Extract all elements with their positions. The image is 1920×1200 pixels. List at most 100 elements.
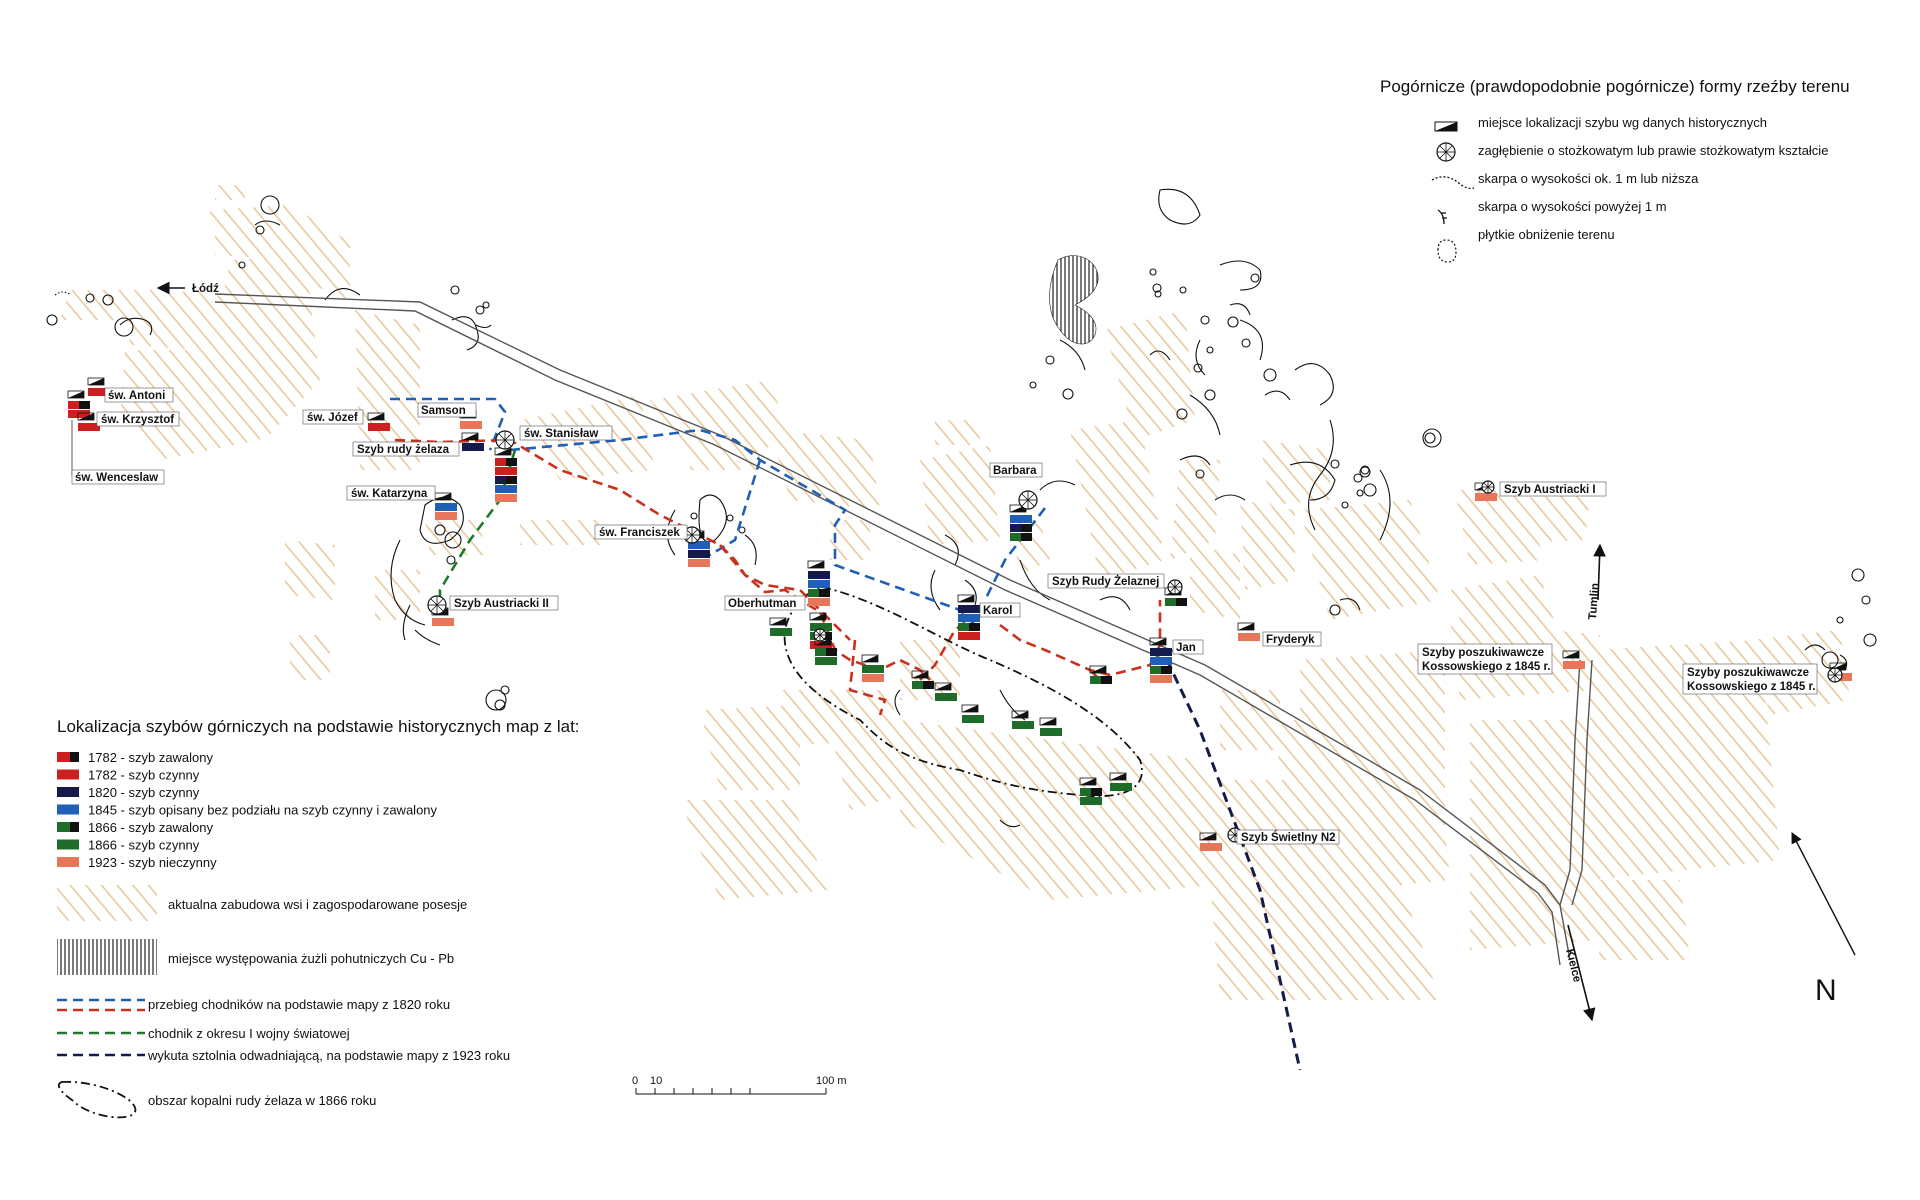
shaft-marker <box>807 560 830 606</box>
settlement-area <box>1210 880 1440 1000</box>
shaft-legend-text: 1782 - szyb czynny <box>88 768 200 783</box>
scarp-mark <box>1019 559 1051 601</box>
shaft-location-icon <box>1090 666 1106 673</box>
shaft-band <box>958 605 980 613</box>
shaft-band <box>808 571 830 579</box>
circle-depression <box>1422 428 1442 448</box>
landform-legend-text: płytkie obniżenie terenu <box>1478 227 1615 242</box>
shaft-band <box>1040 728 1062 736</box>
shaft-label-text: Szyby poszukiwawcze <box>1687 667 1809 679</box>
line-legend-swatch <box>58 1081 137 1119</box>
scale-start: 0 <box>632 1075 638 1087</box>
shaft-marker <box>1089 665 1112 684</box>
shaft-location-icon <box>77 412 95 421</box>
shaft-label-text: św. Antoni <box>108 390 165 402</box>
circle-depression <box>1263 368 1277 382</box>
shaft-label-text: św. Wenceslaw <box>75 472 158 484</box>
shaft-label-text: Szyby poszukiwawcze <box>1422 647 1544 659</box>
settlement-area <box>1590 880 1690 960</box>
shaft-location-icon <box>808 561 824 568</box>
scarp-mark <box>930 569 941 611</box>
scarp-mark <box>1149 350 1171 361</box>
low-scarp-icon <box>1431 176 1475 190</box>
label-jan: Jan <box>1172 639 1204 655</box>
landform-legend-row: zagłębienie o stożkowatym lub prawie sto… <box>1436 142 1828 162</box>
settlement-area <box>1465 495 1590 545</box>
settlement-area <box>780 690 900 745</box>
shaft-marker <box>1149 637 1172 683</box>
settlement-area <box>1300 650 1445 720</box>
circle-depression <box>1863 633 1877 647</box>
shaft-band <box>435 503 457 511</box>
scarp-mark <box>944 534 959 566</box>
shaft-marker <box>434 492 457 520</box>
shaft-label-text: św. Katarzyna <box>351 488 428 500</box>
landform-legend-row: skarpa o wysokości powyżej 1 m <box>1437 199 1667 225</box>
circle-depression <box>1851 568 1865 582</box>
shaft-location-icon <box>495 448 511 455</box>
north-label: N <box>1815 974 1837 1007</box>
road-lodz-kielce <box>214 301 1561 966</box>
shaft-band <box>862 665 884 673</box>
area-legend-row: miejsce występowania żużli pohutniczych … <box>57 939 454 975</box>
road-tumlin <box>1571 659 1593 906</box>
shaft-legend-row: 1866 - szyb zawalony <box>57 820 214 835</box>
shaft-marker <box>67 390 90 418</box>
circle-depression <box>1329 604 1341 616</box>
shaft-location-icon <box>810 613 826 620</box>
circle-depression <box>446 555 456 565</box>
shaft-label-text: Samson <box>421 405 466 417</box>
shaft-band <box>460 421 482 429</box>
shaft-legend-text: 1782 - szyb zawalony <box>88 750 214 765</box>
shaft-marker <box>1109 772 1132 791</box>
circle-depression <box>1330 459 1340 469</box>
arrow-tumlin <box>1593 543 1606 601</box>
line-legend-row: wykuta sztolnia odwadniającą, na podstaw… <box>57 1048 510 1063</box>
circle-depression <box>260 195 280 215</box>
settlement-area <box>375 570 420 620</box>
shaft-marker <box>367 412 390 431</box>
tunnel-1820-blue <box>509 428 976 626</box>
landform-legend-text: miejsce lokalizacji szybu wg danych hist… <box>1478 115 1767 130</box>
label-szyb-rudy-zelaza: Szyb rudy żelaza <box>352 441 460 457</box>
slag-area <box>1049 255 1099 345</box>
shaft-band <box>962 715 984 723</box>
shaft-location-icon <box>1089 665 1107 674</box>
settlement-area <box>1590 640 1780 880</box>
label-szyb-rudy-zelaznej: Szyb Rudy Żelaznej <box>1047 573 1165 589</box>
shaft-legend-swatch <box>57 787 79 797</box>
settlement-area <box>1170 460 1220 560</box>
scarp-mark <box>894 689 901 716</box>
circle-depression <box>1353 473 1363 483</box>
settlement-areas <box>60 185 1850 1000</box>
circle-depression <box>444 531 462 549</box>
scale-end: 100 m <box>816 1075 847 1087</box>
scarp-mark <box>1219 260 1262 291</box>
settlement-area <box>210 210 260 225</box>
scarp-mark <box>1059 339 1086 371</box>
shaft-label-text: Szyb Austriacki I <box>1504 484 1596 496</box>
shaft-band <box>1080 797 1102 805</box>
circle-depression <box>46 314 58 326</box>
shaft-band <box>1161 666 1172 674</box>
scarp-mark <box>1379 469 1391 541</box>
shaft-band <box>826 648 837 656</box>
shaft-legend-row: 1866 - szyb czynny <box>57 838 200 853</box>
shaft-location-icon <box>1012 711 1028 718</box>
label-karol: Karol <box>979 602 1021 618</box>
line-legend-row: obszar kopalni rudy żelaza w 1866 roku <box>58 1081 376 1119</box>
scarp-mark <box>1099 596 1131 611</box>
settlement-area <box>700 705 800 790</box>
scarp-mark <box>1308 419 1334 531</box>
shaft-label-text: św. Krzysztof <box>101 414 174 426</box>
shaft-location-icon <box>862 655 878 662</box>
shaft-band <box>935 693 957 701</box>
shaft-marker <box>957 594 980 640</box>
shaft-legend-row: 1820 - szyb czynny <box>57 785 200 800</box>
label-oberhutman: Oberhutman <box>724 595 806 611</box>
shaft-label-text: Kossowskiego z 1845 r. <box>1687 681 1815 693</box>
shaft-band <box>688 550 710 558</box>
circle-depression <box>1250 273 1260 283</box>
shaft-label-text: Karol <box>983 605 1012 617</box>
